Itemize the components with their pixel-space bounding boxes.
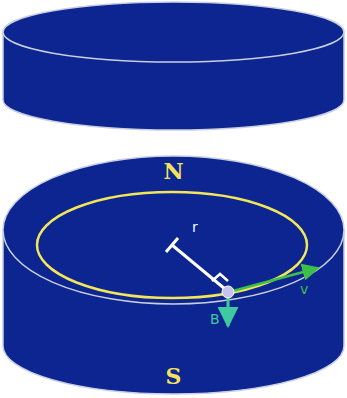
field-label: B — [210, 312, 220, 326]
pole-label: S — [2, 365, 345, 387]
radius-label: r — [192, 220, 198, 234]
charged-particle — [222, 286, 234, 298]
pole-label: N — [2, 160, 345, 182]
magnet-face — [3, 2, 344, 62]
north-magnet: N — [2, 0, 345, 195]
field-arrow — [227, 298, 230, 326]
velocity-label: v — [300, 282, 308, 296]
magnet-face — [3, 156, 344, 304]
